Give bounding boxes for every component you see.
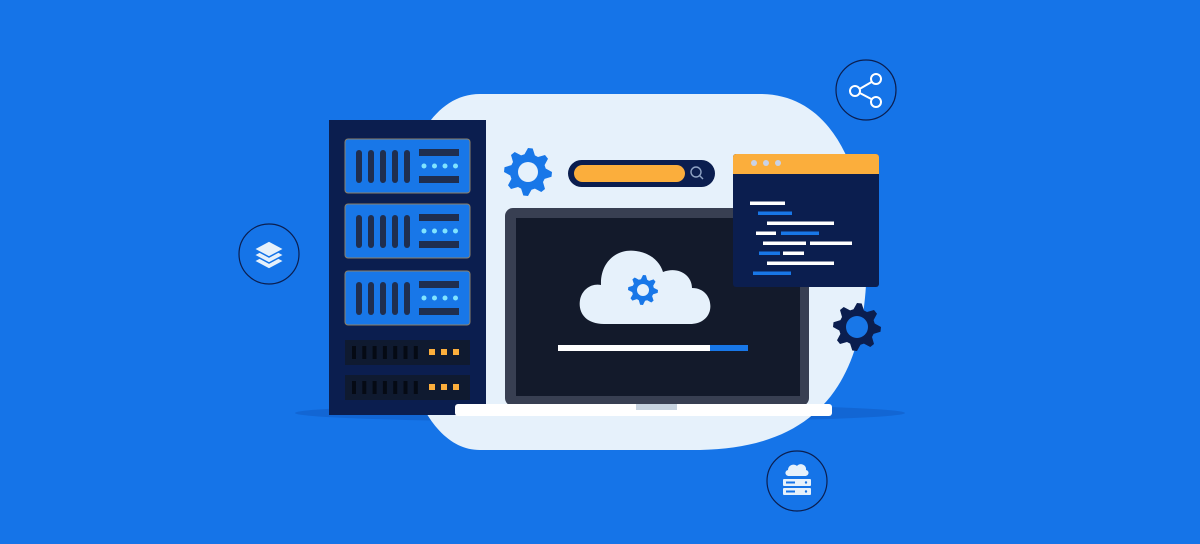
server-unit [344,270,471,326]
gear-icon [628,275,658,305]
vent-slot [382,381,387,394]
vent-slot [393,346,398,359]
gear-hole [846,316,868,338]
vent-slot [352,381,356,394]
vent-slot [403,346,408,359]
code-line [753,271,791,275]
status-led [421,228,427,234]
vent-slot [393,381,398,394]
vent-slot [362,346,367,359]
vent-slot [413,346,418,359]
gear-icon [504,148,552,196]
layers-icon [252,240,286,270]
vent-slot [356,150,362,183]
status-led [421,295,427,301]
drive-bay [419,149,459,156]
search-input [574,165,685,182]
vent-slot [404,215,410,248]
window-dot [763,160,769,166]
drive-bay [419,308,459,315]
search-bar [568,160,715,187]
gear-hole [637,284,649,296]
vent-slot [368,215,374,248]
status-led [442,163,448,169]
code-line [759,251,780,255]
vent-slot [372,346,377,359]
vent-slot [352,346,356,359]
status-led [453,349,459,355]
code-line [767,261,834,265]
drive-bay [419,214,459,221]
code-window [733,154,879,287]
vent-slot [372,381,377,394]
status-led [432,228,437,234]
cloud-server-icon [783,464,811,495]
status-led [429,384,435,390]
vent-slot [413,381,418,394]
status-led [453,228,458,234]
window-dot [775,160,781,166]
gear-icon [833,303,881,351]
code-line [758,211,792,215]
vent-slot [380,215,386,248]
vent-slot [404,150,410,183]
drive-bay [419,241,459,248]
vent-slot [356,282,362,315]
storage-unit [345,375,470,400]
status-led [441,384,447,390]
code-line [750,201,785,205]
vent-slot [392,282,398,315]
status-led [442,228,448,234]
server-rack [329,120,486,415]
vent-slot [362,381,367,394]
vent-slot [356,215,362,248]
status-led [441,349,447,355]
cloud-server-badge [766,450,828,512]
status-led [453,295,458,301]
status-led [432,163,437,169]
search-icon [690,166,704,180]
vent-slot [392,150,398,183]
layers-badge [238,223,300,285]
vent-slot [382,346,387,359]
status-led [442,295,448,301]
code-line [756,231,776,235]
vent-slot [368,282,374,315]
server-unit [344,203,471,259]
drive-bay [419,176,459,183]
server-unit [344,138,471,194]
vent-slot [380,150,386,183]
upload-progress-bar [558,345,748,351]
status-led [429,349,435,355]
code-line [763,241,806,245]
status-led [453,163,458,169]
gear-hole [518,162,538,182]
code-line [810,241,852,245]
code-line [783,251,804,255]
share-icon [849,73,882,108]
code-line [781,231,819,235]
progress-fill [558,345,710,351]
vent-slot [403,381,408,394]
vent-slot [380,282,386,315]
vent-slot [368,150,374,183]
code-line [767,221,834,225]
drive-bay [419,281,459,288]
status-led [453,384,459,390]
storage-unit [345,340,470,365]
vent-slot [404,282,410,315]
window-dot [751,160,757,166]
laptop-notch [636,404,677,410]
status-led [432,295,437,301]
vent-slot [392,215,398,248]
status-led [421,163,427,169]
share-badge [835,59,897,121]
